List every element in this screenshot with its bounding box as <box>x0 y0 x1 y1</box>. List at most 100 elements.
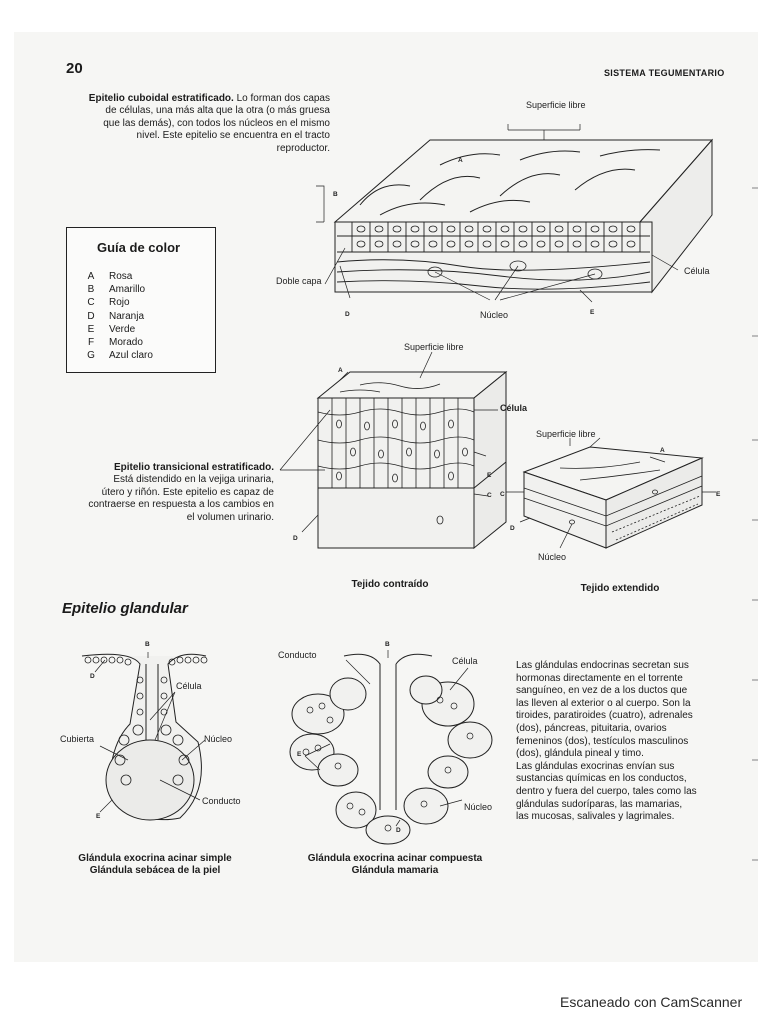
label-gland-d2: D <box>396 827 401 834</box>
label-trans-surface-right: Superficie libre <box>536 429 596 439</box>
color-key: G <box>73 349 109 362</box>
label-cuboidal-surface: Superficie libre <box>526 100 586 110</box>
color-key: D <box>73 310 109 323</box>
glandular-line: Las glándulas exocrinas envían sus <box>516 761 730 774</box>
color-key: F <box>73 336 109 349</box>
section-title: Epitelio glandular <box>62 600 188 617</box>
glandular-line: (dos), páncreas, pituitaria, ovarios <box>516 723 730 736</box>
color-name: Rosa <box>109 271 132 282</box>
label-gland-e2: E <box>297 751 302 758</box>
label-trans-d2: D <box>510 525 515 532</box>
glandular-line: (dos), glándula pineal y timo. <box>516 748 730 761</box>
label-gland-b1: B <box>145 641 150 648</box>
label-trans-surface-top: Superficie libre <box>404 342 464 352</box>
caption-compound-line2: Glándula mamaria <box>290 865 500 877</box>
color-name: Amarillo <box>109 284 145 295</box>
label-trans-d1: D <box>293 535 298 542</box>
color-key: A <box>73 270 109 283</box>
glandular-line: sanguíneo, en vez de a los ductos que <box>516 685 730 698</box>
transitional-title: Epitelio transicional estratificado. <box>114 462 274 473</box>
label-gland-cell1: Célula <box>176 681 202 691</box>
glandular-line: las lleven al exterior o al cuerpo. Son … <box>516 698 730 711</box>
color-name: Rojo <box>109 297 130 308</box>
color-key: E <box>73 323 109 336</box>
transitional-line: Está distendido en la vejiga urinaria, <box>60 474 274 486</box>
color-name: Verde <box>109 324 135 335</box>
glandular-line: Las glándulas endocrinas secretan sus <box>516 660 730 673</box>
label-cuboidal-double: Doble capa <box>276 276 322 286</box>
label-trans-c2: C <box>500 491 505 498</box>
label-gland-nucleus2: Núcleo <box>464 802 492 812</box>
label-trans-e2: E <box>716 491 721 498</box>
caption-contracted: Tejido contraído <box>330 579 450 591</box>
cuboidal-line: reproductor. <box>62 143 330 155</box>
transitional-line: contraerse en respuesta a los cambios en <box>60 499 274 511</box>
cuboidal-line: Lo forman dos capas <box>237 93 330 104</box>
transitional-contracted-diagram <box>280 352 506 548</box>
glandular-line: femeninos (dos), testículos masculinos <box>516 736 730 749</box>
transitional-line: el volumen urinario. <box>60 512 274 524</box>
label-gland-e1: E <box>96 813 101 820</box>
caption-compound-line1: Glándula exocrina acinar compuesta <box>290 853 500 865</box>
color-key: C <box>73 296 109 309</box>
cuboidal-line: que las demás), con todos los núcleos en… <box>62 118 330 130</box>
label-gland-duct1: Conducto <box>202 796 241 806</box>
label-cuboidal-nucleus: Núcleo <box>480 310 508 320</box>
caption-simple-line2: Glándula sebácea de la piel <box>70 865 240 877</box>
transitional-extended-diagram <box>506 438 716 548</box>
glandular-line: sustancias químicas en los conductos, <box>516 773 730 786</box>
label-gland-duct2: Conducto <box>278 650 317 660</box>
color-name: Azul claro <box>109 350 153 361</box>
caption-compound-gland: Glándula exocrina acinar compuesta Glánd… <box>290 853 500 877</box>
transitional-paragraph: Epitelio transicional estratificado. Est… <box>60 462 274 524</box>
glandular-line: hormonas directamente en el torrente <box>516 673 730 686</box>
color-name: Morado <box>109 337 143 348</box>
transitional-line: útero y riñón. Este epitelio es capaz de <box>60 487 274 499</box>
cuboidal-title: Epitelio cuboidal estratificado. <box>89 93 234 104</box>
label-trans-e1: E <box>487 472 492 479</box>
simple-acinar-diagram <box>82 652 207 820</box>
label-gland-d1: D <box>90 673 95 680</box>
camscanner-watermark: Escaneado con CamScanner <box>560 994 742 1010</box>
cuboidal-line: nivel. Este epitelio se encuentra en el … <box>62 130 330 142</box>
cuboidal-diagram <box>316 124 712 302</box>
glandular-line: dentro y fuera del cuerpo, tales como la… <box>516 786 730 799</box>
cuboidal-paragraph: Epitelio cuboidal estratificado. Lo form… <box>62 93 330 155</box>
color-guide-box: Guía de color ARosa BAmarillo CRojo DNar… <box>66 227 216 373</box>
running-header: SISTEMA TEGUMENTARIO <box>604 68 725 78</box>
label-gland-cover: Cubierta <box>60 734 94 744</box>
label-gland-cell2: Célula <box>452 656 478 666</box>
page-number: 20 <box>66 60 83 77</box>
label-trans-c1: C <box>487 492 492 499</box>
label-trans-nucleus: Núcleo <box>538 552 566 562</box>
label-trans-a1: A <box>338 367 343 374</box>
label-cuboidal-e: E <box>590 309 595 316</box>
caption-simple-line1: Glándula exocrina acinar simple <box>70 853 240 865</box>
label-trans-a2: A <box>660 447 665 454</box>
compound-acinar-diagram <box>290 650 492 844</box>
caption-simple-gland: Glándula exocrina acinar simple Glándula… <box>70 853 240 877</box>
label-cuboidal-cell: Célula <box>684 266 710 276</box>
glandular-paragraph: Las glándulas endocrinas secretan sus ho… <box>516 660 730 824</box>
label-gland-b2: B <box>385 641 390 648</box>
label-gland-nucleus1: Núcleo <box>204 734 232 744</box>
label-cuboidal-a: A <box>458 157 463 164</box>
glandular-line: las mucosas, salivales y lagrimales. <box>516 811 730 824</box>
glandular-line: glándulas sudoríparas, las mamarias, <box>516 799 730 812</box>
color-name: Naranja <box>109 311 144 322</box>
glandular-line: tiroides, paratiroides (cuatro), adrenal… <box>516 710 730 723</box>
label-trans-cell: Célula <box>500 403 528 413</box>
cuboidal-line: de células, una más alta que la otra (o … <box>62 105 330 117</box>
caption-extended: Tejido extendido <box>560 583 680 595</box>
color-key: B <box>73 283 109 296</box>
label-cuboidal-b: B <box>333 191 338 198</box>
label-cuboidal-d: D <box>345 311 350 318</box>
